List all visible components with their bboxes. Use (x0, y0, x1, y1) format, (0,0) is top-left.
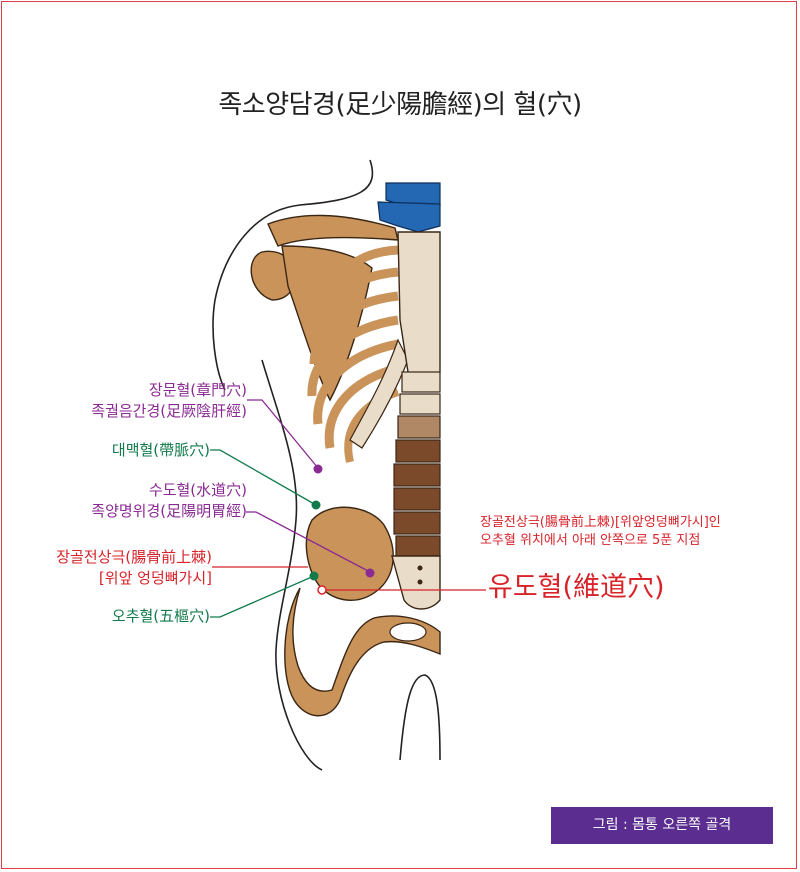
vertebral-column (393, 371, 441, 557)
rib-cage (307, 245, 400, 463)
costal-cartilage (349, 338, 409, 449)
jangmun-label: 장문혈(章門穴) 족궐음간경(足厥陰肝經) (91, 381, 247, 420)
yudo-label: 유도혈(維道穴) (488, 572, 665, 603)
figure-caption: 그림 : 몸통 오른쪽 골격 (551, 807, 773, 844)
yudo-point (317, 585, 327, 595)
waist-outline (261, 359, 323, 771)
ochu-leader (210, 575, 315, 618)
pubis-and-femur (284, 587, 441, 717)
ochu-point (309, 571, 319, 581)
page-title: 족소양담경(足少陽膽經)의 혈(穴) (218, 90, 582, 120)
sudo-label: 수도혈(水道穴) 족양명위경(足陽明胃經) (91, 481, 247, 520)
jangmun-leader (247, 399, 319, 469)
body-outline (212, 159, 374, 391)
obturator-foramen (389, 622, 427, 642)
sudo-point (365, 568, 375, 578)
cervical-vertebrae (377, 182, 441, 233)
asis-label: 장골전상극(腸骨前上棘) [위앞 엉덩뼈가시] (56, 548, 212, 587)
jangmun-point (313, 464, 323, 474)
daemaek-label: 대맥혈(帶脈穴) (111, 441, 210, 459)
ochu-label: 오추혈(五樞穴) (111, 607, 210, 625)
daemaek-leader (210, 449, 317, 506)
daemaek-point (311, 500, 321, 510)
thigh-outline (399, 674, 441, 761)
yudo-note: 장골전상극(腸骨前上棘)[위앞엉덩뼈가시]인 오추혈 위치에서 아래 안쪽으로 … (480, 515, 721, 548)
sacrum (391, 555, 441, 610)
sacral-foramina (417, 565, 423, 585)
sudo-leader (246, 511, 371, 573)
